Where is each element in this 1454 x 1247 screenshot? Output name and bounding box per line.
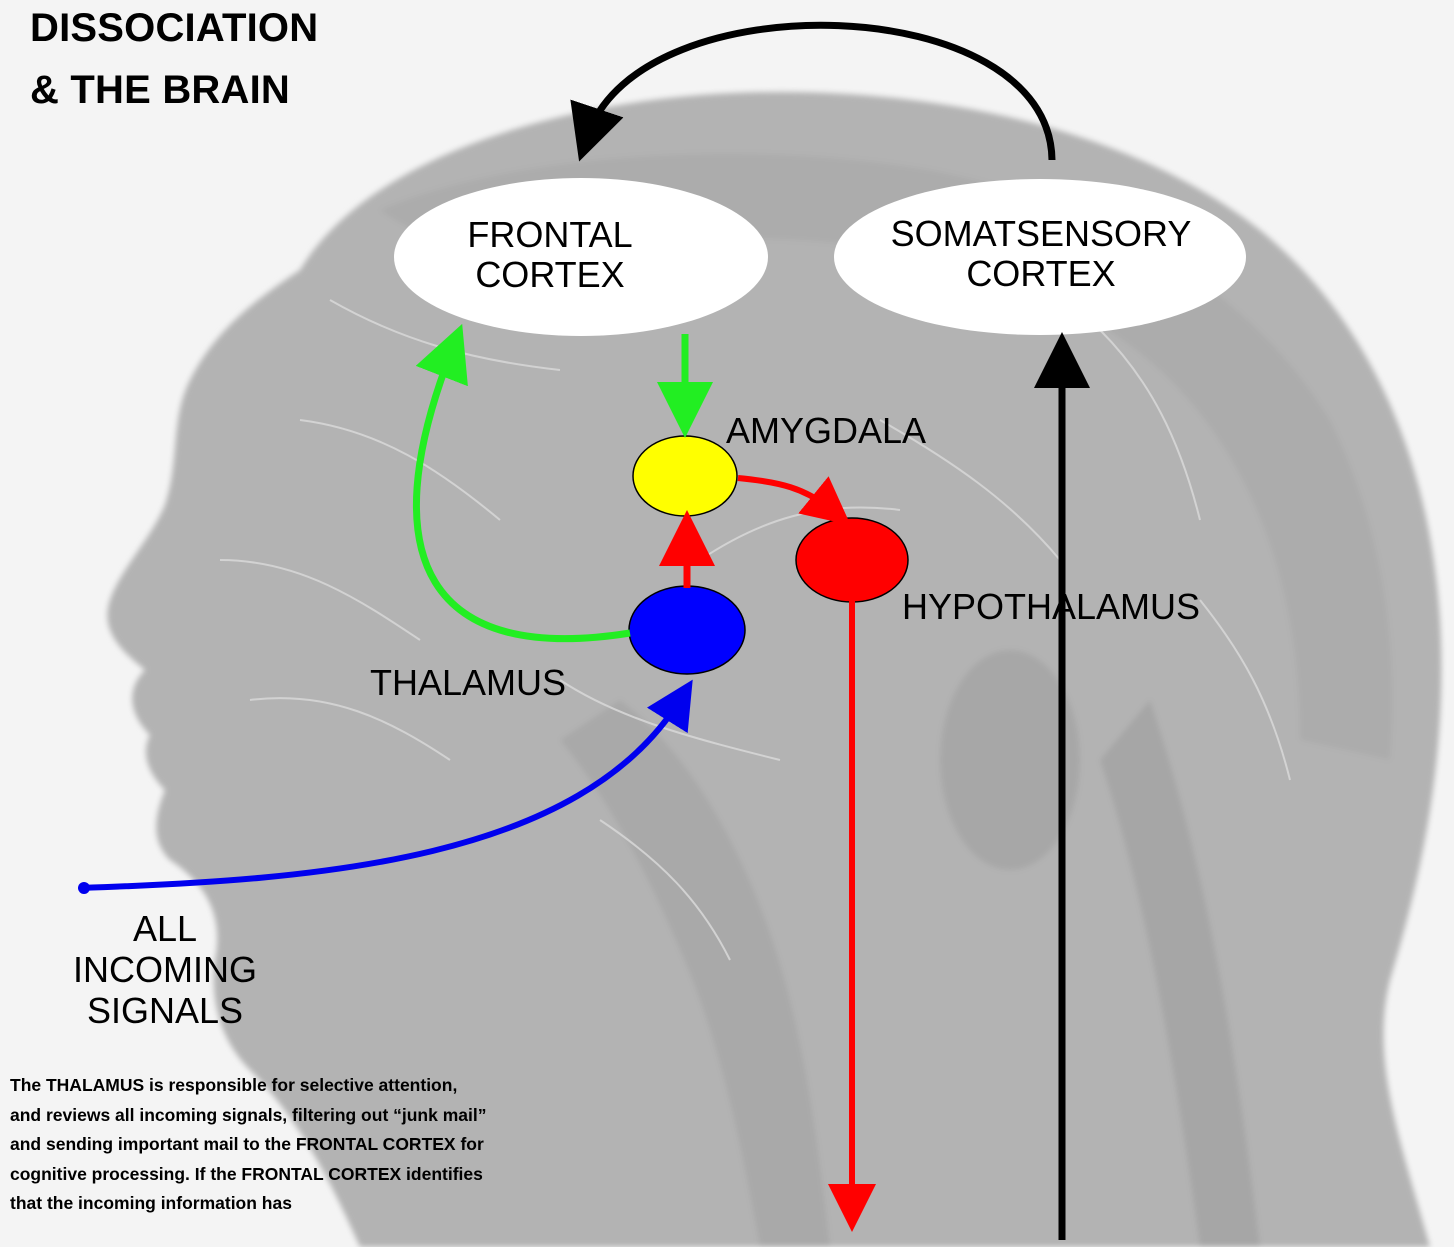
incoming-label-line2: INCOMING (40, 949, 290, 990)
thalamus-node (629, 586, 745, 674)
frontal-cortex-label-line1: FRONTAL (400, 215, 700, 255)
somatosensory-cortex-label: SOMATSENSORY CORTEX (826, 214, 1256, 294)
incoming-signals-label: ALL INCOMING SIGNALS (40, 908, 290, 1031)
incoming-signal-origin (78, 882, 90, 894)
frontal-cortex-label-line2: CORTEX (400, 255, 700, 295)
amygdala-node (633, 436, 737, 516)
amygdala-label: AMYGDALA (726, 410, 926, 452)
title-line-1: DISSOCIATION (30, 4, 318, 52)
description-text: The THALAMUS is responsible for selectiv… (10, 1071, 490, 1219)
thalamus-label: THALAMUS (370, 662, 566, 704)
hypothalamus-node (796, 518, 908, 602)
frontal-cortex-label: FRONTAL CORTEX (400, 215, 700, 295)
somatosensory-cortex-label-line1: SOMATSENSORY (826, 214, 1256, 254)
title-line-2: & THE BRAIN (30, 66, 290, 114)
somatosensory-cortex-label-line2: CORTEX (826, 254, 1256, 294)
hypothalamus-label: HYPOTHALAMUS (902, 586, 1200, 628)
incoming-label-line1: ALL (40, 908, 290, 949)
incoming-label-line3: SIGNALS (40, 990, 290, 1031)
